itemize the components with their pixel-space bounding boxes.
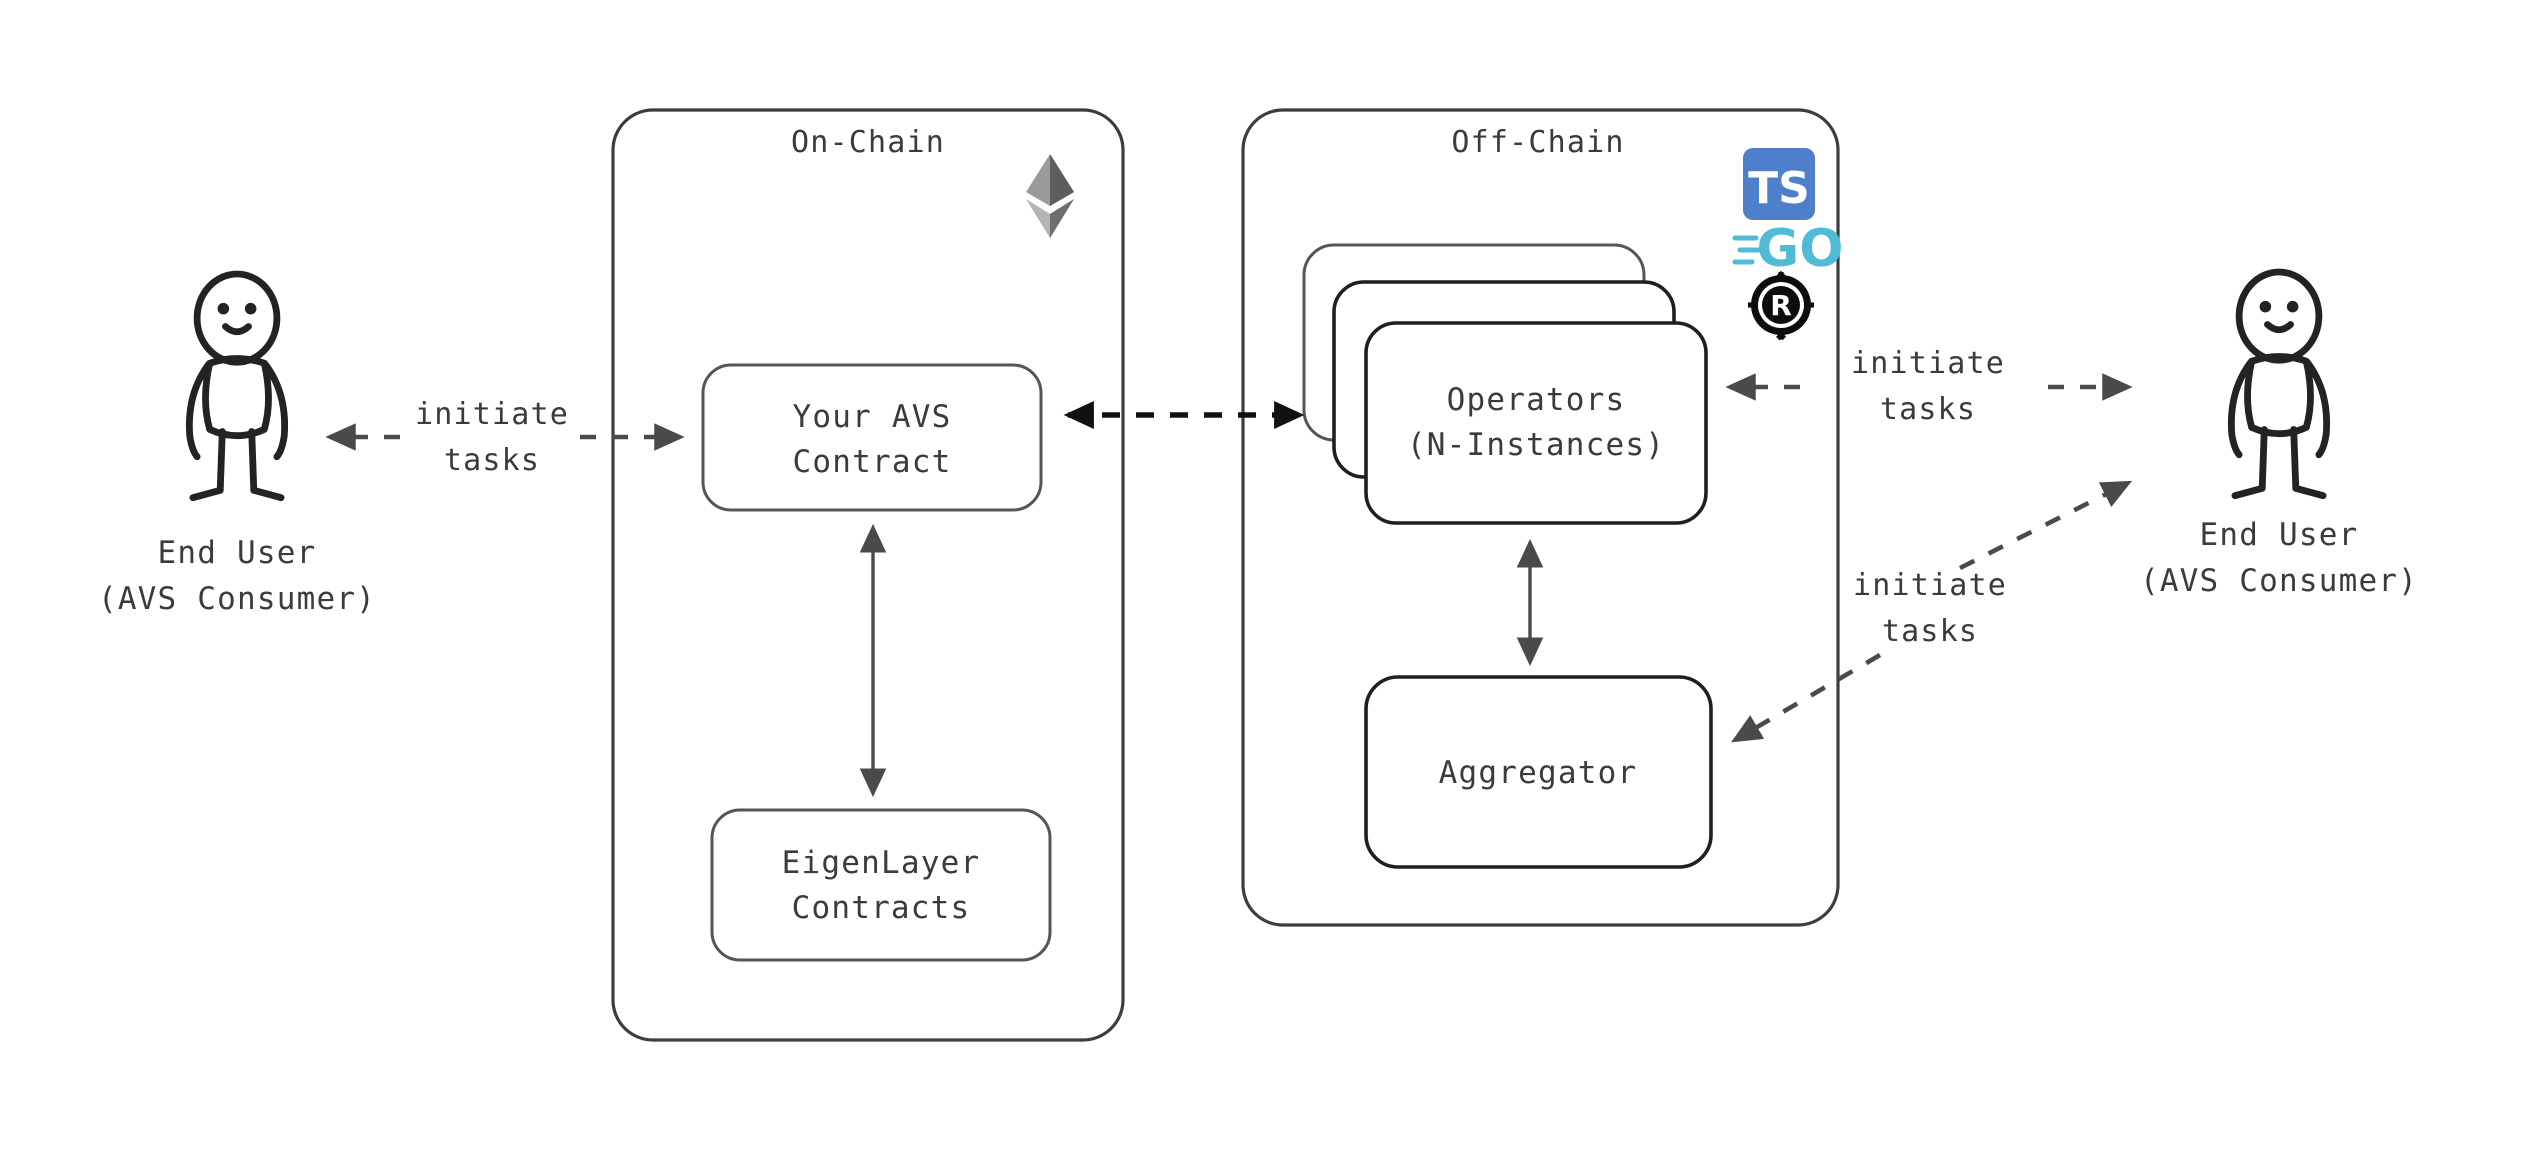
off-chain-label: Off-Chain [1451,125,1624,160]
typescript-logo: TS [1743,148,1815,220]
aggregator-box [1364,675,1713,869]
node-operators[interactable]: Operators (N-Instances) [1364,321,1708,525]
typescript-logo-text: TS [1748,163,1810,214]
edge-user-left-label-line2: tasks [444,443,540,478]
your-avs-contract-label-line2: Contract [793,444,952,480]
end-user-right-label-line2: (AVS Consumer) [2140,563,2418,599]
end-user-right-label-line1: End User [2200,517,2359,553]
node-your-avs-contract[interactable]: Your AVS Contract [701,363,1043,512]
container-on-chain[interactable]: On-Chain Your AVS Contract EigenLayer Co… [611,108,1125,1042]
node-aggregator[interactable]: Aggregator [1364,675,1713,869]
edge-aggregator-right-label-line2: tasks [1882,614,1978,649]
rust-logo-text: R [1770,289,1792,322]
actor-end-user-left[interactable]: End User (AVS Consumer) [98,270,376,617]
operators-label-line1: Operators [1447,382,1626,418]
edge-aggregator-to-user-right: initiate tasks [1731,480,2133,743]
edge-operators-right-label-line2: tasks [1880,392,1976,427]
edge-operators-to-user-right: initiate tasks [1725,346,2133,427]
eigenlayer-contracts-label-line1: EigenLayer [782,845,981,881]
container-off-chain[interactable]: Off-Chain TS GO [1241,108,1844,927]
on-chain-label: On-Chain [791,125,945,160]
edge-user-left-to-avs: initiate tasks [325,397,685,478]
operators-label-line2: (N-Instances) [1407,427,1665,463]
your-avs-contract-label-line1: Your AVS [793,399,952,435]
node-eigenlayer-contracts[interactable]: EigenLayer Contracts [710,808,1052,962]
go-logo: GO [1732,219,1844,279]
stick-figure-person-icon [185,270,289,502]
edge-aggregator-right-label-line1: initiate [1853,568,2007,603]
operators-box [1364,321,1708,525]
end-user-left-label-line2: (AVS Consumer) [98,581,376,617]
edge-user-left-label-line1: initiate [415,397,569,432]
end-user-left-label-line1: End User [158,535,317,571]
stick-figure-person-icon [2227,268,2331,500]
ethereum-logo [1026,154,1074,238]
edge-operators-right-label-line1: initiate [1851,346,2005,381]
aggregator-label: Aggregator [1439,755,1638,791]
rust-logo: R [1748,270,1814,341]
go-logo-text: GO [1757,219,1844,279]
actor-end-user-right[interactable]: End User (AVS Consumer) [2140,268,2418,599]
your-avs-contract-box [701,363,1043,512]
eigenlayer-contracts-label-line2: Contracts [792,890,971,926]
eigenlayer-contracts-box [710,808,1052,962]
